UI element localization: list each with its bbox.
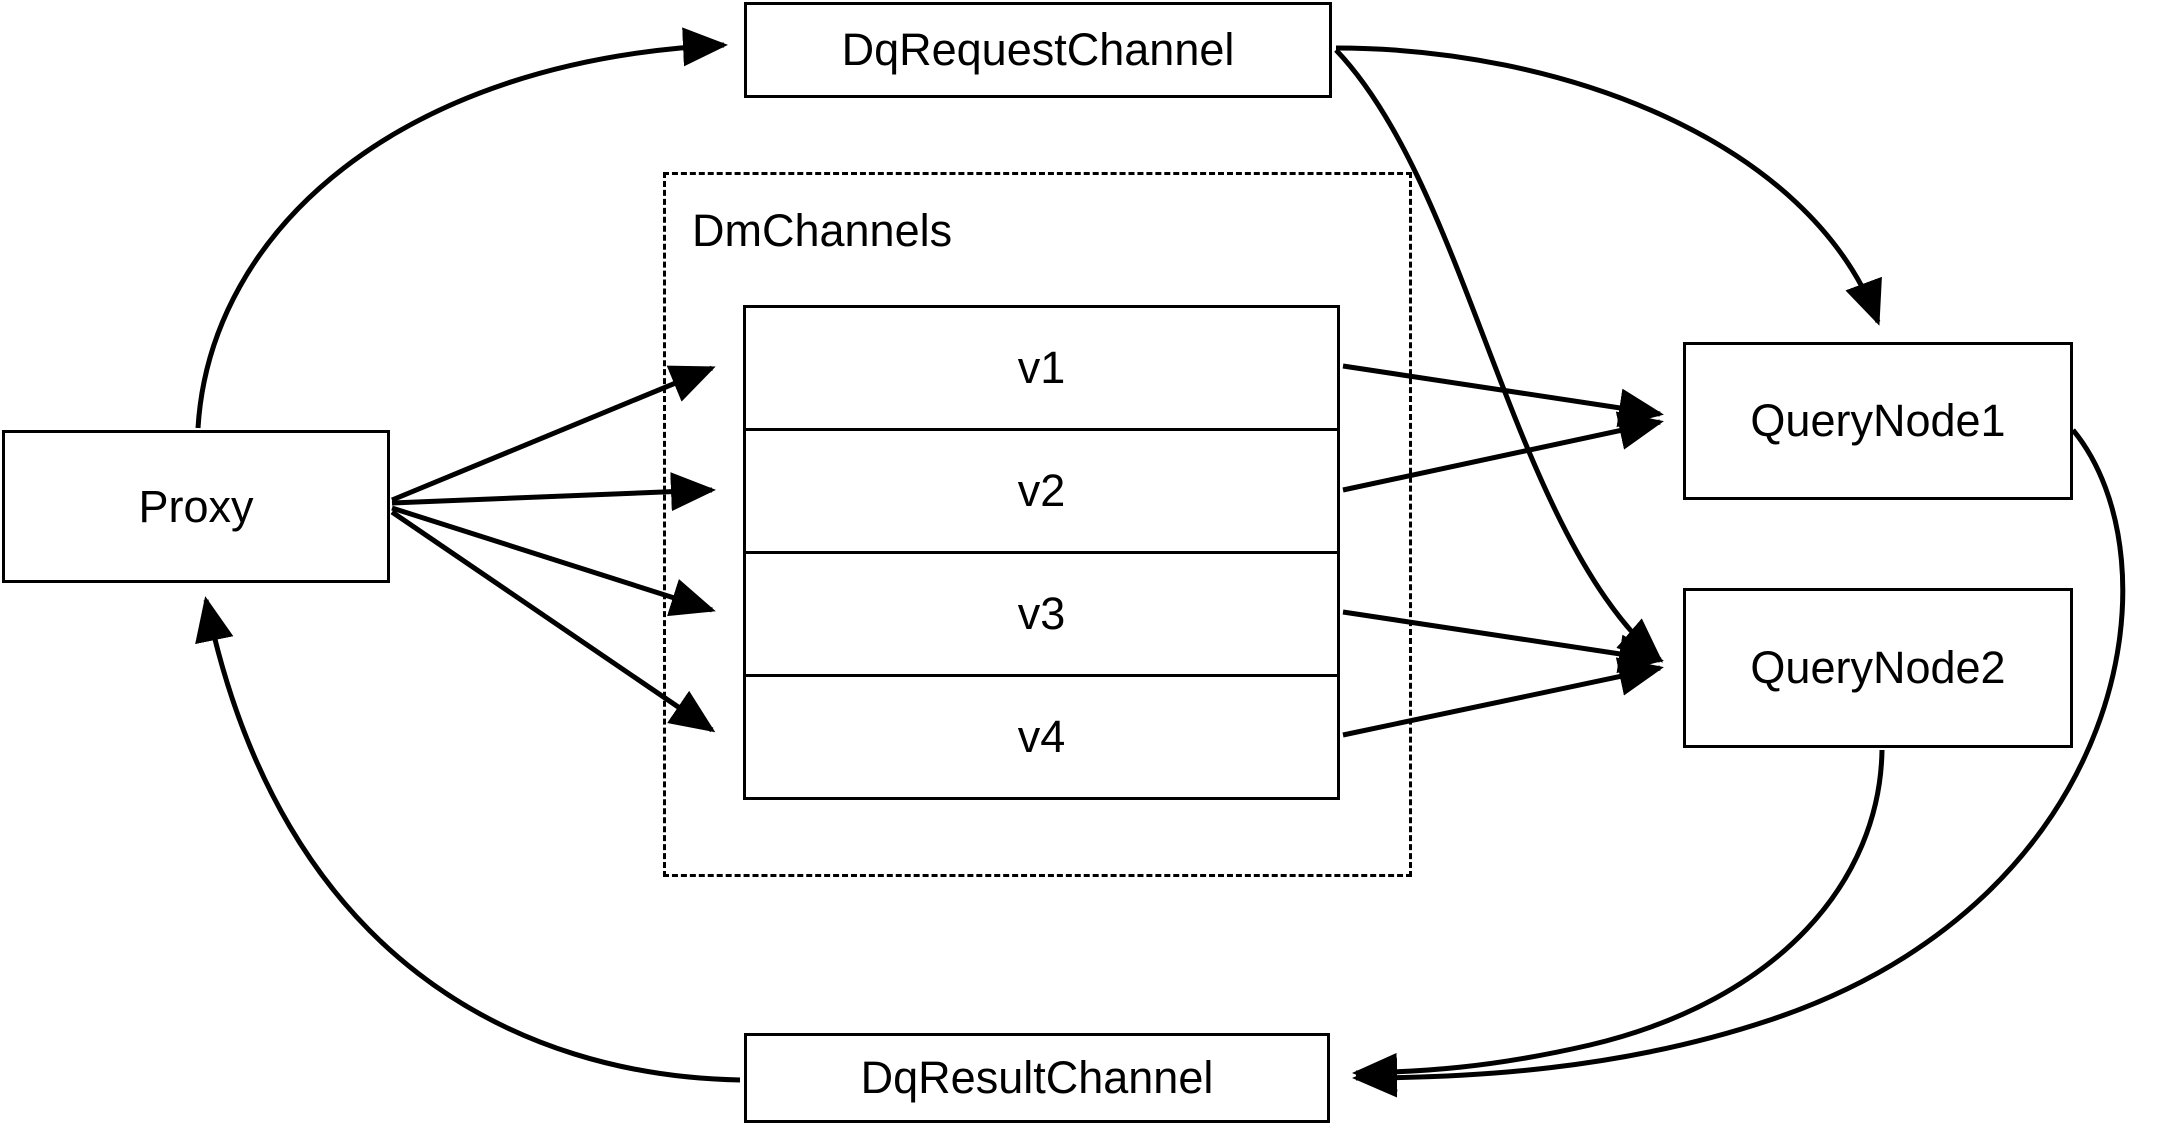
group-dm-channels bbox=[663, 172, 1412, 877]
dm-channel-row-v4[interactable]: v4 bbox=[746, 677, 1337, 797]
dm-channel-row-v3[interactable]: v3 bbox=[746, 554, 1337, 677]
node-dq-request-channel[interactable]: DqRequestChannel bbox=[744, 2, 1332, 98]
node-dq-request-channel-label: DqRequestChannel bbox=[841, 24, 1235, 75]
node-proxy-label: Proxy bbox=[138, 480, 254, 532]
edge-dq-result-channel-to-proxy bbox=[195, 596, 741, 1083]
node-dq-result-channel[interactable]: DqResultChannel bbox=[744, 1033, 1330, 1123]
node-query-node-2-label: QueryNode2 bbox=[1750, 642, 2006, 693]
dm-channel-row-v3-label: v3 bbox=[1017, 588, 1066, 639]
edge-query-node-1-to-dq-result-channel bbox=[1351, 428, 2126, 1098]
group-dm-channels-label: DmChannels bbox=[692, 205, 953, 256]
dm-channel-row-v2-label: v2 bbox=[1017, 465, 1066, 516]
node-proxy[interactable]: Proxy bbox=[2, 430, 390, 583]
dm-channels-table: v1 v2 v3 v4 bbox=[743, 305, 1340, 800]
dm-channel-row-v2[interactable]: v2 bbox=[746, 431, 1337, 554]
node-dq-result-channel-label: DqResultChannel bbox=[860, 1052, 1214, 1103]
dm-channel-row-v1[interactable]: v1 bbox=[746, 308, 1337, 431]
node-query-node-1[interactable]: QueryNode1 bbox=[1683, 342, 2073, 500]
edge-proxy-to-dq-request-channel bbox=[195, 27, 728, 429]
dm-channel-row-v1-label: v1 bbox=[1017, 342, 1066, 393]
node-query-node-1-label: QueryNode1 bbox=[1750, 395, 2006, 446]
edge-dq-request-channel-to-query-node-1 bbox=[1335, 45, 1882, 326]
node-query-node-2[interactable]: QueryNode2 bbox=[1683, 588, 2073, 748]
edge-query-node-2-to-dq-result-channel bbox=[1352, 749, 1885, 1092]
dm-channel-row-v4-label: v4 bbox=[1017, 711, 1066, 762]
